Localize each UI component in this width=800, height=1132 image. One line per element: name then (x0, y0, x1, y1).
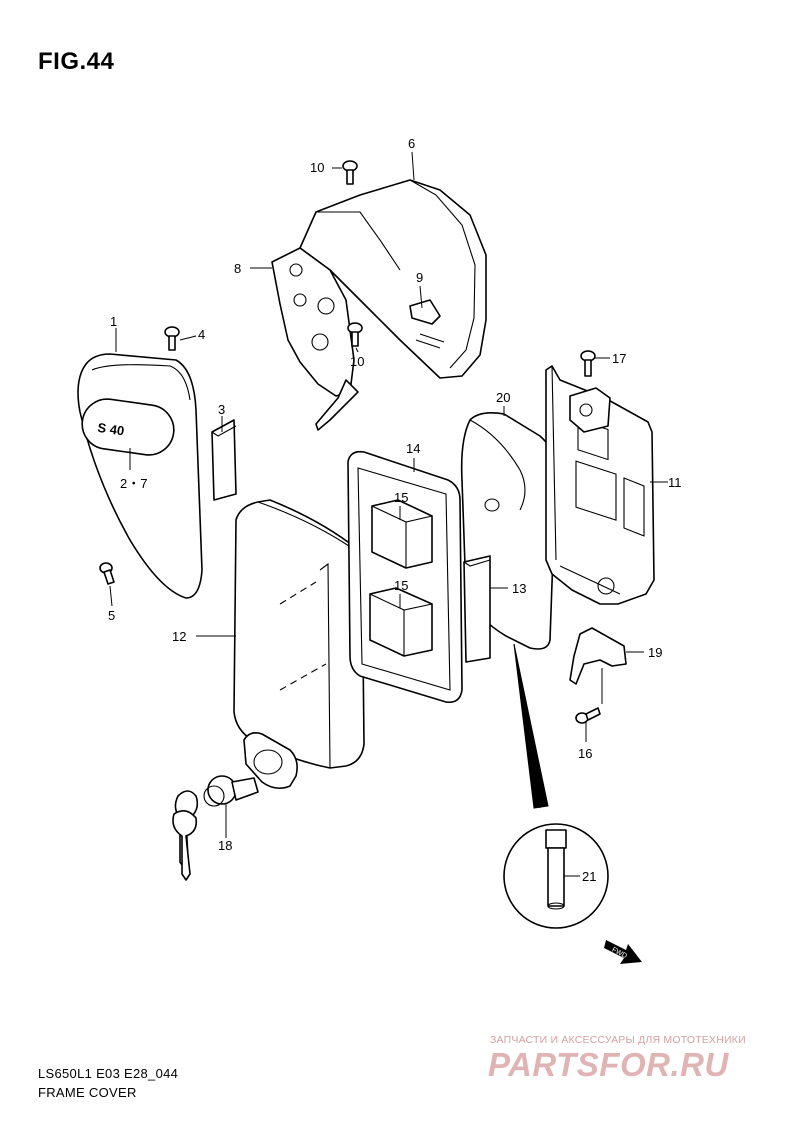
watermark-caption: ЗАПЧАСТИ И АКСЕССУАРЫ ДЛЯ МОТОТЕХНИКИ (490, 1034, 746, 1046)
callout-10-upper: 10 (310, 160, 324, 175)
callout-13: 13 (512, 581, 526, 596)
callout-10-lower: 10 (350, 354, 364, 369)
callout-5: 5 (108, 608, 115, 623)
forward-direction-icon: FWD (604, 940, 642, 964)
callout-12: 12 (172, 629, 186, 644)
callout-6: 6 (408, 136, 415, 151)
tool-box (233, 499, 365, 769)
pad-15-lower (369, 587, 433, 657)
screw-4 (164, 326, 180, 351)
lock-set-18 (172, 732, 298, 881)
pad-3 (211, 419, 237, 501)
detail-pin-21 (503, 643, 609, 929)
figure-title: FIG.44 (38, 48, 115, 75)
callout-17: 17 (612, 351, 626, 366)
clip-9 (409, 299, 445, 349)
callout-11: 11 (668, 475, 682, 490)
frame-cover-bracket (271, 247, 359, 431)
callout-14: 14 (406, 441, 420, 456)
screw-10-lower (347, 322, 363, 347)
clip-19 (569, 627, 627, 685)
side-cover-emblem: S 40 (97, 420, 126, 439)
callout-19: 19 (648, 645, 662, 660)
callout-18: 18 (218, 838, 232, 853)
screw-5 (99, 562, 115, 585)
forward-direction-label: FWD (611, 946, 628, 960)
callout-labels: 1 2・7 3 4 5 6 8 9 10 10 11 12 13 14 15 1… (108, 136, 682, 884)
callout-16: 16 (578, 746, 592, 761)
screw-10-upper (342, 160, 358, 185)
callout-15-lower: 15 (394, 578, 408, 593)
footer-model-code: LS650L1 E03 E28_044 (38, 1066, 179, 1081)
bolt-17 (569, 350, 611, 433)
pad-15-upper (371, 499, 433, 569)
callout-20: 20 (496, 390, 510, 405)
frame-cover-upper (299, 179, 487, 379)
leader-lines (109, 151, 668, 877)
footer-figure-name: FRAME COVER (38, 1085, 137, 1100)
callout-2-7: 2・7 (120, 476, 147, 491)
callout-3: 3 (218, 402, 225, 417)
callout-8: 8 (234, 261, 241, 276)
callout-9: 9 (416, 270, 423, 285)
callout-21: 21 (582, 869, 596, 884)
side-cover: S 40 (77, 353, 203, 599)
callout-15-upper: 15 (394, 490, 408, 505)
screw-16 (575, 707, 601, 724)
strip-13 (463, 555, 491, 663)
callout-4: 4 (198, 327, 205, 342)
callout-1: 1 (110, 314, 117, 329)
watermark-brand: PARTSFOR.RU (488, 1046, 729, 1083)
